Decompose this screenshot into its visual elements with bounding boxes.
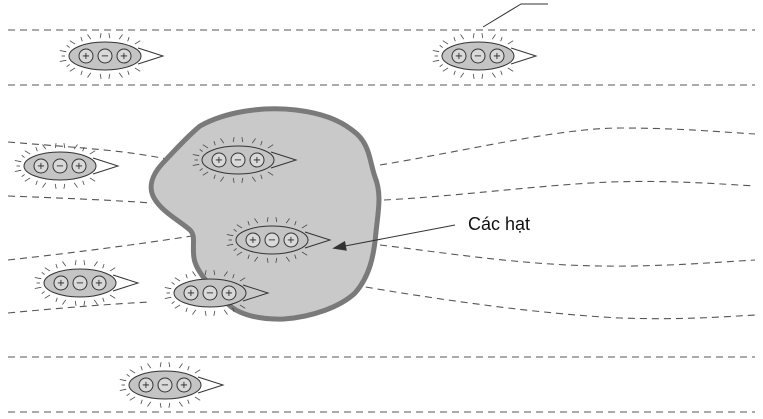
- charge-circle: [211, 152, 227, 168]
- bubble-tail: [510, 47, 538, 65]
- bubble-cilia: [119, 362, 201, 408]
- charge-symbol: +: [215, 155, 223, 166]
- bubble-cilia: [164, 270, 246, 316]
- charge-symbol: +: [225, 288, 233, 299]
- charged-bubble: +−+: [226, 217, 332, 263]
- charge-circle: [283, 232, 299, 248]
- charge-circle: [451, 48, 467, 64]
- charge-symbol: +: [95, 278, 103, 289]
- charge-circle: [157, 377, 173, 393]
- charged-bubble: +−+: [192, 137, 298, 183]
- charge-symbol: −: [206, 288, 214, 299]
- charge-symbol: −: [56, 161, 64, 172]
- charge-circle: [221, 285, 237, 301]
- charge-symbol: +: [75, 161, 83, 172]
- charge-symbol: −: [161, 380, 169, 391]
- charge-symbol: +: [253, 155, 261, 166]
- flow-line: [7, 195, 153, 204]
- flow-line: [383, 180, 756, 201]
- charge-symbol: −: [76, 278, 84, 289]
- charge-circle: [53, 275, 69, 291]
- charged-bubble: +−+: [119, 362, 225, 408]
- bubble-cilia: [59, 33, 141, 79]
- flow-line: [379, 127, 756, 166]
- charge-symbol: −: [234, 155, 242, 166]
- charge-circle: [33, 158, 49, 174]
- charge-circle: [176, 377, 192, 393]
- charge-circle: [97, 48, 113, 64]
- charge-circle: [52, 158, 68, 174]
- charge-symbol: +: [187, 288, 195, 299]
- flow-line: [7, 141, 181, 163]
- charge-circle: [78, 48, 94, 64]
- bubble-tail: [270, 151, 298, 169]
- charge-circle: [230, 152, 246, 168]
- charged-bubble: +−+: [164, 270, 270, 316]
- charge-symbol: +: [37, 161, 45, 172]
- bubble-tail: [197, 376, 225, 394]
- charge-symbol: +: [120, 51, 128, 62]
- charge-symbol: +: [180, 380, 188, 391]
- charge-circle: [202, 285, 218, 301]
- bubble-tail: [112, 274, 140, 292]
- charge-circle: [489, 48, 505, 64]
- flow-line: [353, 284, 756, 320]
- charge-circle: [91, 275, 107, 291]
- charged-bubble: +−+: [34, 260, 140, 306]
- charge-symbol: −: [101, 51, 109, 62]
- flow-line: [7, 235, 193, 261]
- flow-lines: [7, 29, 756, 413]
- charge-circle: [138, 377, 154, 393]
- charge-symbol: +: [493, 51, 501, 62]
- charge-circle: [470, 48, 486, 64]
- top-leader-line: [482, 3, 548, 28]
- charge-circle: [264, 232, 280, 248]
- charge-circle: [245, 232, 261, 248]
- charge-circle: [116, 48, 132, 64]
- bubble-tail: [137, 47, 165, 65]
- bubble-tail: [242, 284, 270, 302]
- charged-bubble: +−+: [59, 33, 165, 79]
- particle-label: Các hạt: [468, 214, 531, 234]
- bubble-cilia: [432, 33, 514, 79]
- bubble-cilia: [14, 143, 96, 189]
- charge-symbol: −: [268, 235, 276, 246]
- bubble-cilia: [34, 260, 116, 306]
- charge-circle: [249, 152, 265, 168]
- charge-circle: [71, 158, 87, 174]
- charge-circle: [183, 285, 199, 301]
- charge-symbol: −: [474, 51, 482, 62]
- bubble-tail: [304, 231, 332, 249]
- charge-symbol: +: [455, 51, 463, 62]
- charge-symbol: +: [57, 278, 65, 289]
- leader-line: [332, 224, 456, 251]
- flow-line: [379, 244, 756, 267]
- bubble-cilia: [192, 137, 274, 183]
- charge-symbol: +: [142, 380, 150, 391]
- bubble-tail: [92, 157, 120, 175]
- charge-circle: [72, 275, 88, 291]
- flow-line: [7, 301, 151, 314]
- charged-bubble: +−+: [14, 143, 120, 189]
- bubble-cilia: [226, 217, 308, 263]
- charge-symbol: +: [287, 235, 295, 246]
- charge-symbol: +: [249, 235, 257, 246]
- charged-bubble: +−+: [432, 33, 538, 79]
- charge-symbol: +: [82, 51, 90, 62]
